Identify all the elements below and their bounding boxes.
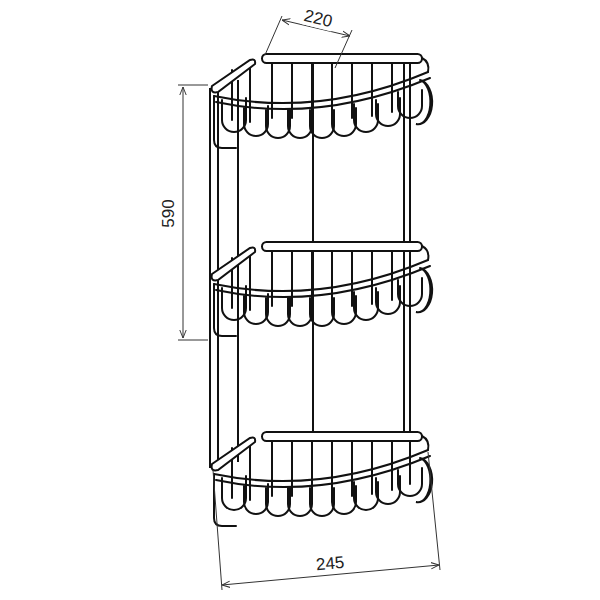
dimension-label: 220 (300, 5, 336, 31)
dimension-label: 245 (313, 552, 347, 574)
dimension-label: 590 (159, 197, 178, 229)
